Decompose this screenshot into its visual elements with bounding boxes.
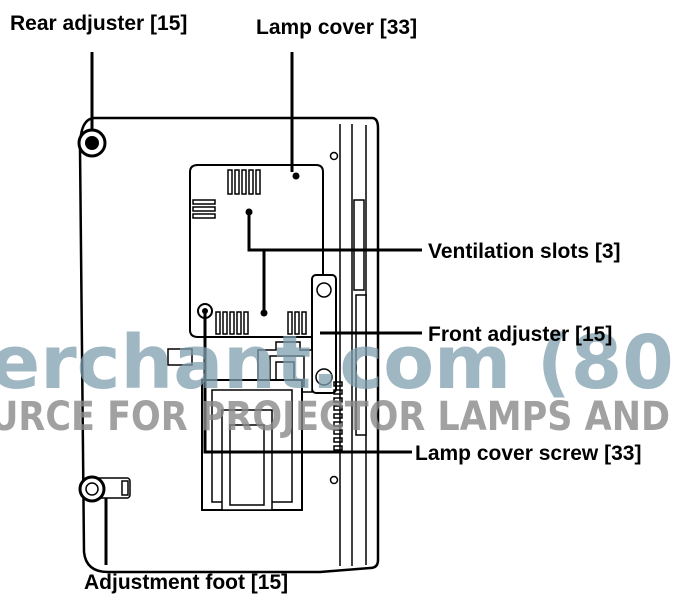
label-ventilation-slots: Ventilation slots [3] [428, 240, 621, 263]
ventilation-slots-top [227, 169, 261, 195]
side-vent-grille [333, 381, 343, 451]
rear-adjuster [77, 128, 107, 158]
leader-lines [90, 52, 422, 565]
side-tab [167, 348, 193, 366]
adjustment-foot [78, 475, 131, 503]
label-lamp-cover-screw: Lamp cover screw [33] [415, 442, 641, 465]
label-rear-adjuster: Rear adjuster [15] [10, 12, 187, 35]
label-adjustment-foot: Adjustment foot [15] [84, 571, 288, 594]
recessed-panel [201, 379, 303, 511]
watermark-line2: URCE FOR PROJECTOR LAMPS AND [0, 394, 670, 440]
label-front-adjuster: Front adjuster [15] [428, 323, 612, 346]
callout-labels: Rear adjuster [15] Lamp cover [33] Venti… [10, 12, 641, 594]
label-lamp-cover: Lamp cover [33] [256, 16, 417, 39]
ventilation-slots-left [192, 199, 216, 219]
watermark-line1: erchant.com (800) [0, 320, 675, 406]
ventilation-slots-bottom [215, 311, 307, 335]
watermark: erchant.com (800) URCE FOR PROJECTOR LAM… [0, 320, 675, 440]
